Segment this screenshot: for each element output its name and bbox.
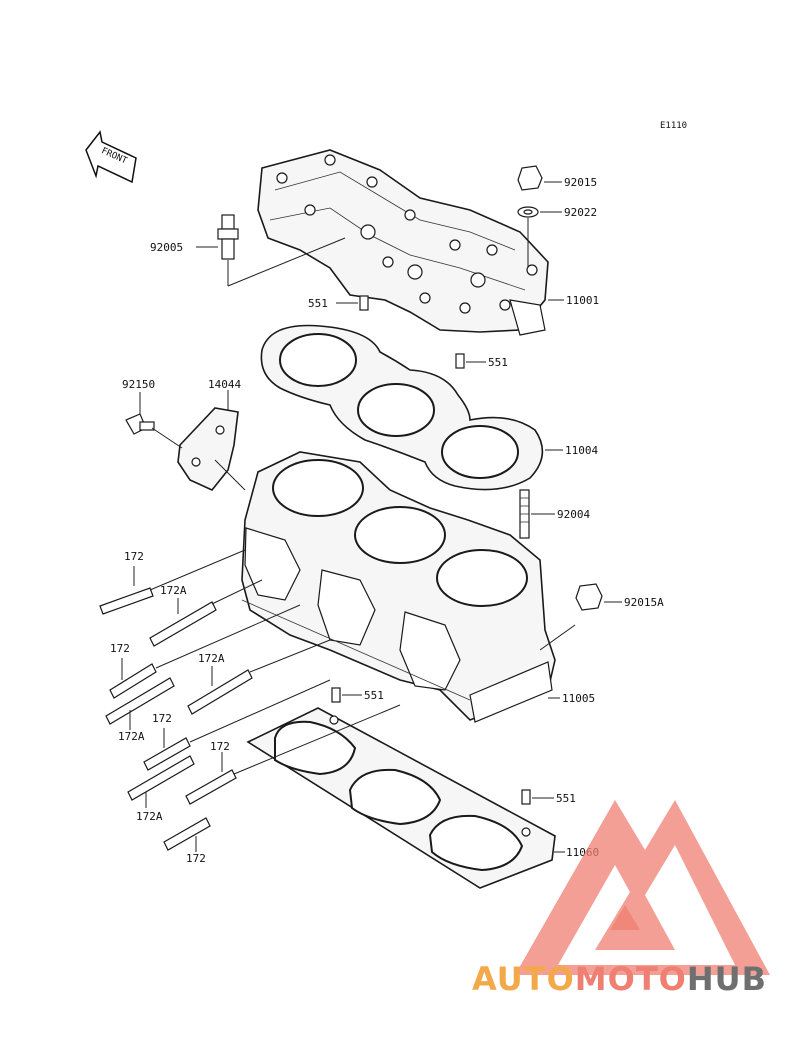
callout-172A-3: 172A — [118, 730, 145, 743]
callout-11001: 11001 — [566, 294, 599, 307]
base-gasket-part — [246, 707, 565, 889]
stud-92004-part — [519, 489, 555, 539]
callout-92005: 92005 — [150, 241, 183, 254]
cylinder-block-part — [241, 451, 576, 723]
callout-551-head: 551 — [308, 297, 328, 310]
callout-92015: 92015 — [564, 176, 597, 189]
callout-551-block: 551 — [364, 689, 384, 702]
washer-92022-part — [517, 206, 562, 268]
dowel-pin-551-part — [521, 789, 554, 805]
callout-551-gasket: 551 — [488, 356, 508, 369]
stud-172A-part — [105, 677, 175, 730]
callout-172A-4: 172A — [136, 810, 163, 823]
callout-551-gasket-lower: 551 — [556, 792, 576, 805]
callout-92022: 92022 — [564, 206, 597, 219]
diagram-code: E1110 — [660, 121, 687, 131]
front-arrow-icon: FRONT — [85, 130, 137, 184]
automotohub-logo-icon — [515, 800, 770, 975]
stud-172A-part — [187, 639, 331, 715]
callout-92150: 92150 — [122, 378, 155, 391]
callout-11004: 11004 — [565, 444, 598, 457]
stud-172-part — [143, 679, 331, 771]
stud-172-part — [109, 604, 301, 699]
fitting-92005-part — [196, 214, 346, 287]
callout-172-1: 172 — [124, 550, 144, 563]
cylinder-head-part — [257, 149, 549, 336]
callout-172-4: 172 — [210, 740, 230, 753]
head-gasket-part — [260, 324, 563, 491]
dowel-pin-551-part — [336, 295, 369, 311]
callout-172-2: 172 — [110, 642, 130, 655]
callout-172A-1: 172A — [160, 584, 187, 597]
stud-172A-part — [127, 755, 195, 808]
bolt-92150-part — [125, 392, 183, 449]
callout-92004: 92004 — [557, 508, 590, 521]
dowel-pin-551-part — [455, 353, 486, 369]
callout-11005: 11005 — [562, 692, 595, 705]
callout-172-5: 172 — [186, 852, 206, 865]
cap-nut-92015A-part — [575, 583, 622, 611]
cap-nut-92015-part — [517, 165, 562, 191]
callout-172A-2: 172A — [198, 652, 225, 665]
dowel-pin-551-part — [331, 687, 362, 703]
callout-92015A: 92015A — [624, 596, 664, 609]
stud-172-part — [99, 549, 246, 615]
stud-172-part — [185, 704, 401, 805]
automotohub-wordmark: AUTOMOTOHUB — [472, 960, 768, 998]
stud-172-part — [163, 817, 211, 852]
callout-14044: 14044 — [208, 378, 241, 391]
stud-172A-part — [149, 579, 263, 647]
callout-172-3: 172 — [152, 712, 172, 725]
bracket-14044-part — [177, 390, 246, 491]
